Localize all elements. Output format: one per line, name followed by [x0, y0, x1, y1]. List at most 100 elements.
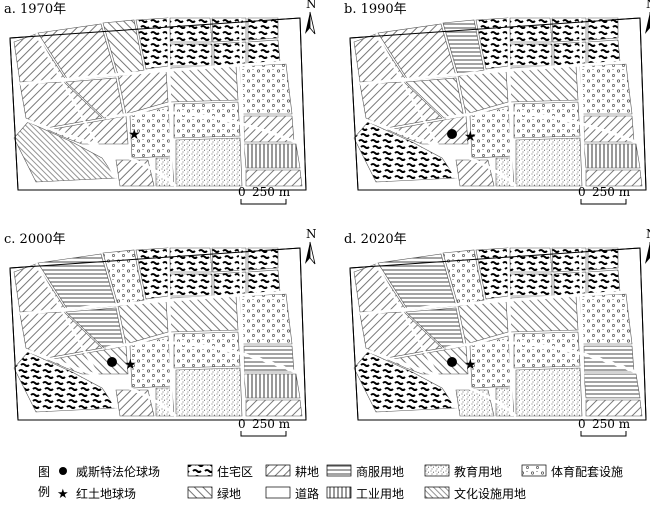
redclay-marker-star-icon: ★ [464, 129, 477, 145]
road [34, 263, 118, 409]
legend-label-industrial: 工业用地 [356, 487, 404, 501]
road [34, 33, 118, 179]
north-label: N [646, 0, 650, 11]
scale-line [580, 431, 627, 437]
land-parcel-residential [169, 247, 213, 273]
land-parcel-farmland [585, 169, 643, 187]
land-parcel-residential [169, 273, 213, 297]
land-parcel-industrial [583, 143, 641, 169]
map-frame: ★ [349, 17, 647, 191]
scale-zero: 0 [578, 417, 586, 431]
north-arrow-icon: N [305, 227, 317, 265]
scale-bar: 0 250 m [238, 417, 291, 437]
land-parcel-farmland [115, 159, 155, 187]
north-arrow-icon: N [305, 0, 317, 35]
road [238, 247, 246, 417]
legend-label-sports: 体育配套设施 [551, 464, 623, 479]
land-parcel-residential [211, 247, 247, 273]
land-parcel-residential [587, 269, 621, 295]
land-parcel-residential [247, 247, 279, 271]
land-parcel-sports [579, 63, 633, 115]
road [25, 118, 178, 188]
land-parcel-education [515, 137, 583, 187]
north-arrow-left [645, 242, 650, 264]
north-arrow-right [309, 241, 316, 265]
land-parcel-greenland [169, 65, 239, 103]
land-parcel-education [455, 389, 495, 417]
road [374, 263, 458, 409]
scale-length-label: 250 m [252, 185, 291, 199]
map-border-outline [9, 17, 307, 191]
scale-length-label: 250 m [592, 417, 631, 431]
scale-zero: 0 [578, 185, 586, 199]
panel-title-d: d. 2020年 [344, 232, 407, 247]
legend-swatch-sports [521, 464, 547, 477]
land-parcel-farmland [245, 169, 303, 187]
scale-length-label: 250 m [252, 417, 291, 431]
redclay-marker-star-icon: ★ [464, 357, 477, 373]
land-parcel-farmland [245, 399, 303, 417]
legend-swatch-education [424, 464, 450, 477]
scale-line [580, 199, 627, 205]
map-border-outline [349, 17, 647, 191]
road [238, 17, 246, 187]
map-panel-2020: ★ N 0 250 m [349, 227, 650, 437]
land-parcel-farmland [455, 159, 495, 187]
land-parcel-education [175, 367, 243, 417]
scale-zero: 0 [238, 185, 246, 199]
scale-line [240, 431, 287, 437]
road [105, 341, 297, 374]
land-parcel-greenland [102, 19, 145, 76]
north-arrow-left [305, 242, 310, 264]
redclay-marker-star-icon: ★ [128, 127, 141, 143]
map-frame: ★ [9, 247, 307, 421]
legend-label-greenland: 绿地 [217, 486, 241, 501]
scale-zero: 0 [238, 417, 246, 431]
road [506, 247, 514, 417]
road [25, 348, 178, 418]
legend-swatch-greenland [187, 486, 213, 499]
scale-bar: 0 250 m [578, 185, 631, 205]
land-parcel-sports [579, 293, 633, 345]
land-parcel-education [515, 367, 583, 417]
north-label: N [646, 227, 650, 241]
scale-length-label: 250 m [592, 185, 631, 199]
land-parcel-commercial [583, 373, 641, 399]
wimbledon-marker-dot-icon [447, 129, 457, 139]
land-parcel-greenland [509, 295, 579, 333]
road [166, 17, 174, 187]
legend-swatch-culture [424, 486, 450, 499]
land-parcel-residential [509, 43, 553, 67]
legend-label-farmland: 耕地 [295, 464, 319, 479]
legend-dot-icon [59, 467, 67, 475]
land-parcel-residential [169, 43, 213, 67]
legend-label-commercial: 商服用地 [356, 464, 404, 479]
map-legend: 图 例 威斯特法伦球场 住宅区 耕地 商服用地 教育用地 体育配套设施 ★ 红土… [38, 464, 623, 502]
land-parcel-sports [442, 249, 485, 306]
legend-swatch-industrial [326, 486, 352, 499]
panel-title-c: c. 2000年 [4, 232, 66, 247]
north-arrow-icon: N [645, 227, 650, 264]
road [506, 17, 514, 187]
wimbledon-marker-dot-icon [447, 357, 457, 367]
land-parcel-residential [587, 17, 619, 41]
map-frame: ★ [349, 247, 647, 421]
wimbledon-marker-dot-icon [107, 357, 117, 367]
legend-swatch-road [265, 486, 291, 499]
land-parcel-education [175, 137, 243, 187]
road [445, 341, 637, 374]
land-parcel-sports [102, 249, 145, 306]
road [445, 111, 637, 144]
land-parcel-sports [173, 331, 241, 369]
road [365, 348, 518, 418]
north-label: N [306, 227, 317, 241]
land-parcel-industrial [243, 373, 301, 399]
legend-title-1: 图 [38, 465, 50, 479]
map-panel-1970: ★ N 0 250 m [9, 0, 317, 205]
legend-label-culture: 文化设施用地 [454, 486, 526, 501]
land-parcel-residential [247, 39, 281, 65]
land-parcel-sports [239, 63, 293, 115]
road [578, 247, 586, 417]
